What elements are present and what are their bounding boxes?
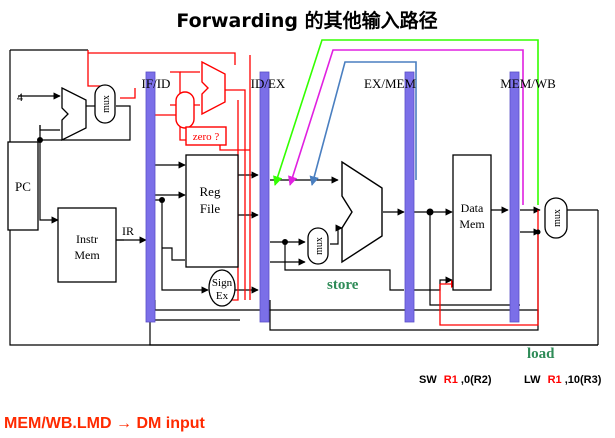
alu	[341, 160, 383, 264]
pipeline-register-mem-wb	[509, 71, 520, 323]
diagram-title: Forwarding 的其他输入路径	[176, 9, 437, 32]
wb-mux-label: mux	[552, 209, 563, 227]
sign-extend: Sign Ex	[208, 269, 236, 307]
sw-opcode: SW	[419, 374, 437, 386]
lw-opcode: LW	[524, 374, 541, 386]
register-file: Reg File	[185, 154, 239, 268]
stage-label-ex-mem: EX/MEM	[364, 76, 416, 91]
zero-test-label: zero ?	[193, 131, 220, 143]
pipeline-register-if-id	[145, 71, 156, 323]
junction-dots	[37, 137, 541, 245]
sw-register: R1	[444, 374, 458, 386]
caption-target: DM input	[136, 415, 205, 432]
alu-input-mux: mux	[307, 227, 329, 265]
pc-adder	[61, 86, 87, 142]
instr-mem-line1: Instr	[76, 232, 98, 246]
pc-mux-label: mux	[101, 95, 112, 113]
store-label: store	[327, 277, 359, 293]
instruction-memory: Instr Mem	[57, 207, 117, 283]
stage-label-mem-wb: MEM/WB	[500, 76, 556, 91]
caption-source: MEM/WB.LMD	[4, 415, 112, 432]
forward-path-magenta	[288, 49, 524, 205]
alu-mux-label: mux	[314, 237, 325, 255]
sw-instruction: SW R1 ,0(R2)	[419, 374, 492, 386]
pipeline-register-ex-mem	[404, 71, 415, 323]
forward-path-blue	[309, 61, 417, 186]
pc-register: PC	[7, 141, 39, 231]
ir-label: IR	[122, 224, 134, 238]
instr-mem-line2: Mem	[74, 248, 100, 262]
constant-four: 4	[17, 90, 23, 104]
caption-arrow: →	[115, 415, 132, 432]
caption: MEM/WB.LMD → DM input	[4, 415, 205, 433]
lw-register: R1	[548, 374, 562, 386]
lw-operands: ,10(R3)	[565, 374, 602, 386]
reg-file-line1: Reg	[200, 184, 221, 199]
sign-ext-line1: Sign	[212, 277, 233, 289]
pipeline-register-id-ex	[259, 71, 270, 323]
data-mem-line1: Data	[461, 201, 484, 215]
pc-label: PC	[15, 179, 31, 194]
load-label: load	[527, 346, 555, 362]
stage-label-id-ex: ID/EX	[251, 76, 286, 91]
data-memory: Data Mem	[452, 154, 492, 291]
forward-path-green	[273, 39, 539, 205]
pc-mux: mux	[94, 84, 116, 124]
lw-instruction: LW R1 ,10(R3)	[524, 374, 602, 386]
zero-test: zero ?	[185, 126, 227, 146]
data-mem-line2: Mem	[459, 217, 485, 231]
stage-label-if-id: IF/ID	[142, 76, 171, 91]
branch-adder	[201, 60, 226, 116]
branch-mux	[175, 91, 195, 129]
sign-ext-line2: Ex	[216, 290, 229, 302]
reg-file-line2: File	[200, 201, 220, 216]
writeback-mux: mux	[544, 197, 568, 239]
sw-operands: ,0(R2)	[461, 374, 492, 386]
